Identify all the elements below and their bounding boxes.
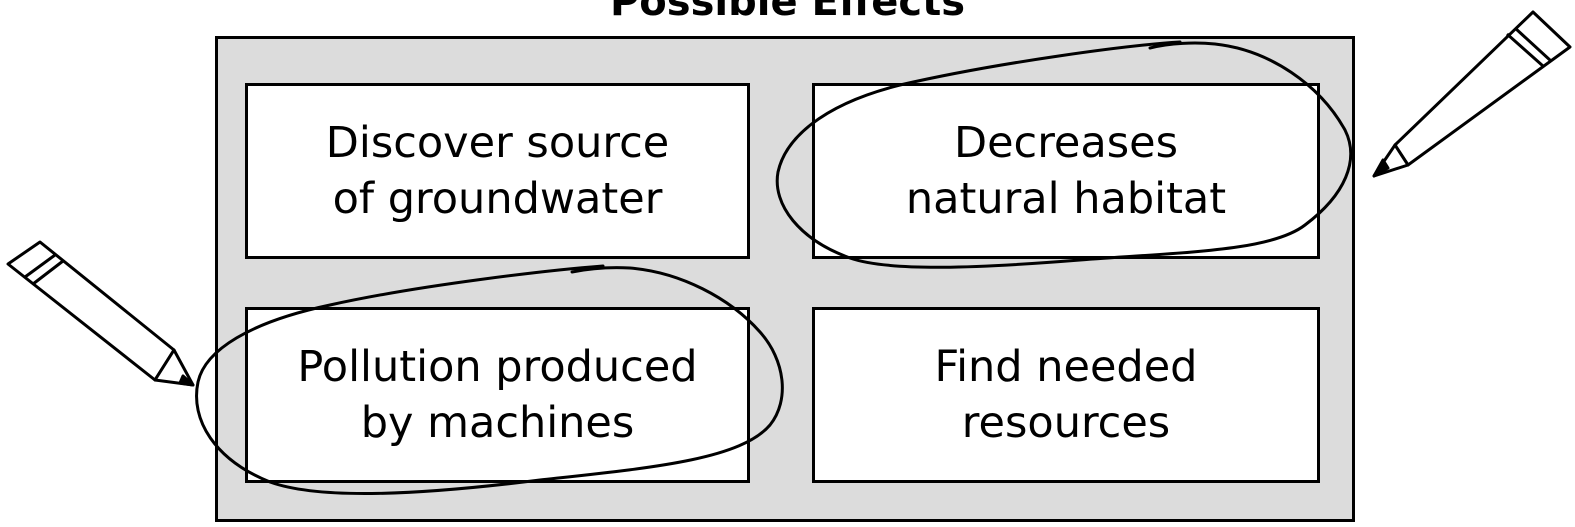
diagram-title: Possible Effects	[609, 0, 966, 25]
pencil-icon	[1372, 10, 1572, 178]
effect-card-habitat: Decreases natural habitat	[812, 83, 1320, 259]
effect-card-pollution: Pollution produced by machines	[245, 307, 750, 483]
effect-card-groundwater: Discover source of groundwater	[245, 83, 750, 259]
effect-card-resources: Find needed resources	[812, 307, 1320, 483]
pencil-icon	[6, 240, 195, 387]
